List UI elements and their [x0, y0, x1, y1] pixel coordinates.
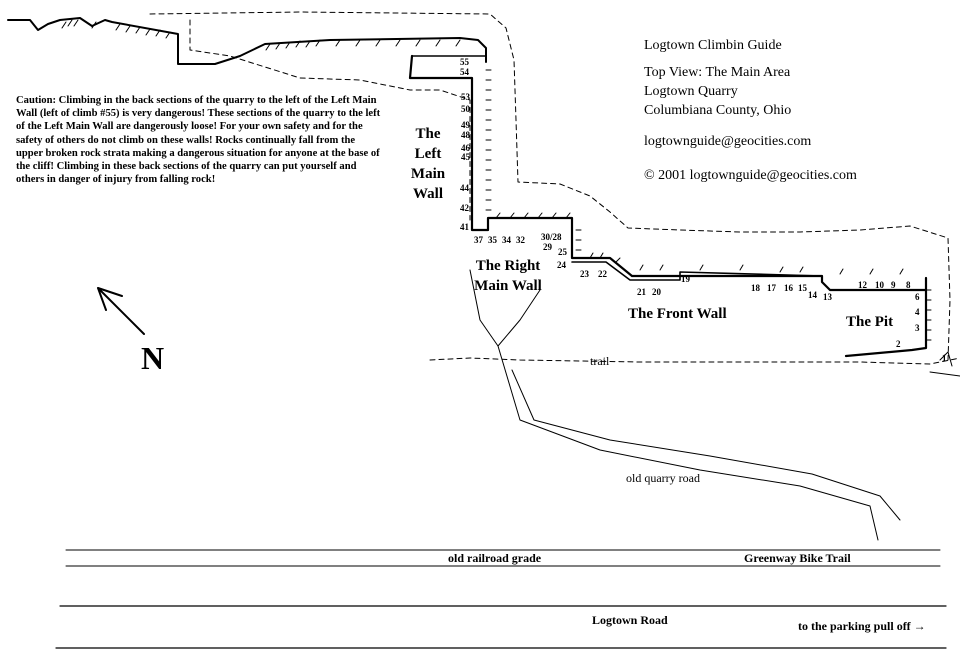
- left-main-wall-label-line: The: [415, 126, 441, 142]
- climb-number: 19: [681, 274, 690, 284]
- climb-number: 32: [516, 235, 525, 245]
- bike-trail-label: Greenway Bike Trail: [744, 551, 851, 565]
- climb-number: 30/28: [541, 232, 562, 242]
- guide-title: Logtown Climbin Guide: [644, 38, 782, 53]
- quarry-road-edge-2: [511, 369, 901, 521]
- left-main-wall-label-line: Left: [414, 146, 442, 162]
- cliff-hatching: [61, 19, 932, 341]
- climb-number: 44: [460, 183, 469, 193]
- climb-number: 53: [461, 92, 470, 102]
- left-main-wall-label-line: Main: [410, 166, 446, 182]
- climb-number: 14: [808, 290, 817, 300]
- climb-number: 3: [915, 323, 920, 333]
- climb-number: 50: [461, 104, 470, 114]
- north-letter: N: [141, 340, 165, 376]
- left-main-wall-label: The Left Main Wall: [410, 124, 446, 204]
- climb-number: 22: [598, 269, 607, 279]
- guide-county: Columbiana County, Ohio: [644, 103, 792, 118]
- guide-email[interactable]: logtownguide@geocities.com: [644, 134, 812, 149]
- climb-number: 49: [461, 120, 470, 130]
- pit-label: The Pit: [846, 314, 894, 330]
- quarry-road-edge-1: [497, 345, 879, 541]
- inner-rim-dashed: [189, 19, 471, 221]
- guide-copyright: © 2001 logtownguide@geocities.com: [644, 168, 857, 183]
- front-wall-label: The Front Wall: [628, 306, 727, 322]
- climb-number: 2: [896, 339, 901, 349]
- quarry-road-label: old quarry road: [626, 471, 700, 485]
- climb-number: 35: [488, 235, 497, 245]
- climb-number: 6: [915, 292, 920, 302]
- climb-number: 24: [557, 260, 566, 270]
- front-wall-line: [571, 261, 823, 281]
- climb-number: 1: [942, 353, 947, 363]
- back-cliff-line: [7, 17, 487, 65]
- railroad-label: old railroad grade: [448, 551, 542, 565]
- climb-number: 23: [580, 269, 589, 279]
- pit-entry: [929, 351, 960, 377]
- climb-number: 46: [461, 143, 470, 153]
- right-main-wall-label-line: Main Wall: [474, 278, 542, 294]
- climb-number: 45: [461, 152, 470, 162]
- road-label: Logtown Road: [592, 613, 668, 627]
- climb-number: 20: [652, 287, 661, 297]
- north-arrow: [97, 287, 145, 335]
- climb-number: 13: [823, 292, 832, 302]
- main-wall-line: [408, 54, 928, 292]
- climb-number: 37: [474, 235, 483, 245]
- climb-number: 41: [460, 222, 469, 232]
- guide-subtitle: Top View: The Main Area: [644, 65, 791, 80]
- climb-number: 18: [751, 283, 760, 293]
- climb-number: 21: [637, 287, 646, 297]
- pit-floor-line: [844, 288, 928, 358]
- climb-number: 54: [460, 67, 469, 77]
- caution-note: Caution: Climbing in the back sections o…: [16, 95, 381, 186]
- climb-number: 16: [784, 283, 793, 293]
- climb-number: 25: [558, 247, 567, 257]
- climb-number: 42: [460, 203, 469, 213]
- parking-label[interactable]: to the parking pull off →: [798, 619, 926, 633]
- climb-number: 4: [915, 307, 920, 317]
- right-main-wall-label-line: The Right: [475, 258, 541, 274]
- climb-number: 10: [875, 280, 884, 290]
- climb-number: 48: [461, 130, 470, 140]
- climb-number: 29: [543, 242, 552, 252]
- climb-number: 34: [502, 235, 511, 245]
- guide-quarry: Logtown Quarry: [644, 84, 738, 99]
- climb-number: 55: [460, 57, 469, 67]
- climb-number: 17: [767, 283, 776, 293]
- top-rim-dashed: [149, 11, 951, 361]
- climb-number: 12: [858, 280, 867, 290]
- left-main-wall-label-line: Wall: [412, 186, 443, 202]
- right-main-wall-label: The Right Main Wall: [465, 256, 551, 296]
- trail-label: trail: [590, 354, 610, 368]
- climb-number: 15: [798, 283, 807, 293]
- climb-number: 8: [906, 280, 911, 290]
- climb-number: 9: [891, 280, 896, 290]
- trail-path: [429, 357, 960, 365]
